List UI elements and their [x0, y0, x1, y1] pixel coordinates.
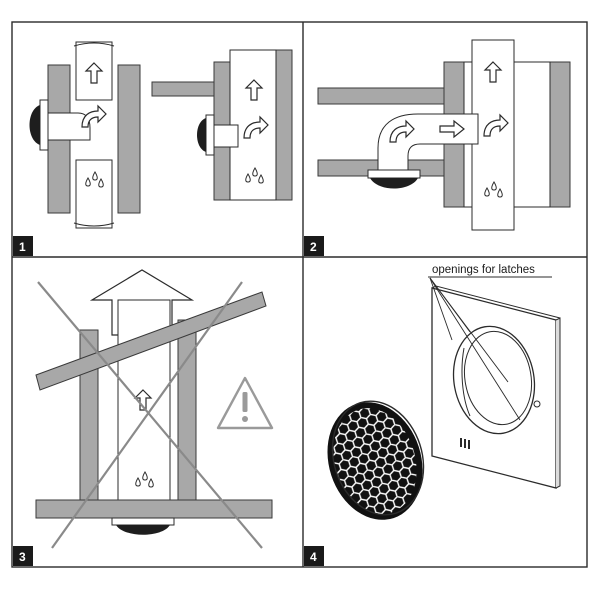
- diagram-frame: [11, 21, 588, 568]
- panel-2: 2: [304, 39, 571, 256]
- panel-3: 3: [13, 269, 274, 566]
- panel-4: openings for latches 4: [304, 264, 561, 566]
- arrow-curve-icon: [81, 105, 107, 128]
- warning-icon: [216, 376, 274, 430]
- callout-openings-for-latches: openings for latches: [432, 264, 535, 276]
- panel-3-badge: [13, 546, 33, 566]
- device-logo: [460, 438, 470, 449]
- hex-grille: [327, 400, 425, 520]
- cross-icon: [37, 281, 263, 549]
- panel-2-number: 2: [310, 240, 317, 254]
- panel-3-number: 3: [19, 550, 26, 564]
- panel-1-badge: [13, 236, 33, 256]
- panel-1: 1: [13, 41, 293, 256]
- panel-4-number: 4: [310, 550, 317, 564]
- cover-plate: [431, 285, 561, 489]
- panel-2-badge: [304, 236, 324, 256]
- panel-4-badge: [304, 546, 324, 566]
- callout-leader-lines: [429, 277, 521, 421]
- panel-1-number: 1: [19, 240, 26, 254]
